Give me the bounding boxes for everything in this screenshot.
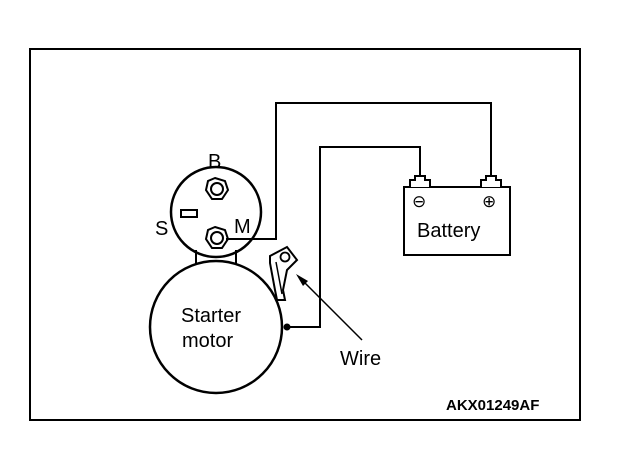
wire-m-to-battery-positive: [226, 102, 492, 240]
label-starter: Starter: [181, 305, 241, 327]
starter-motor-body: [148, 259, 284, 395]
terminal-s-tab: [180, 209, 198, 218]
wire-motor-to-battery-negative: [287, 146, 421, 328]
terminal-b-nut: [204, 176, 230, 200]
label-wire: Wire: [340, 348, 381, 370]
label-terminal-b: B: [208, 151, 221, 173]
label-terminal-m: M: [234, 216, 251, 238]
label-motor: motor: [182, 330, 233, 352]
motor-ground-point: [283, 323, 291, 331]
wire-leader-line: [299, 277, 363, 341]
figure-code: AKX01249AF: [446, 397, 539, 414]
terminal-m-nut: [204, 225, 230, 249]
wire-leader-arrowhead: [296, 274, 308, 286]
figure-frame: [29, 48, 581, 421]
battery: [403, 175, 511, 256]
solenoid-body: [169, 165, 263, 259]
label-battery-negative: ⊖: [412, 192, 426, 211]
label-battery-positive: ⊕: [482, 192, 496, 211]
label-battery: Battery: [417, 220, 480, 242]
wire-bracket: [269, 245, 299, 301]
label-terminal-s: S: [155, 218, 168, 240]
